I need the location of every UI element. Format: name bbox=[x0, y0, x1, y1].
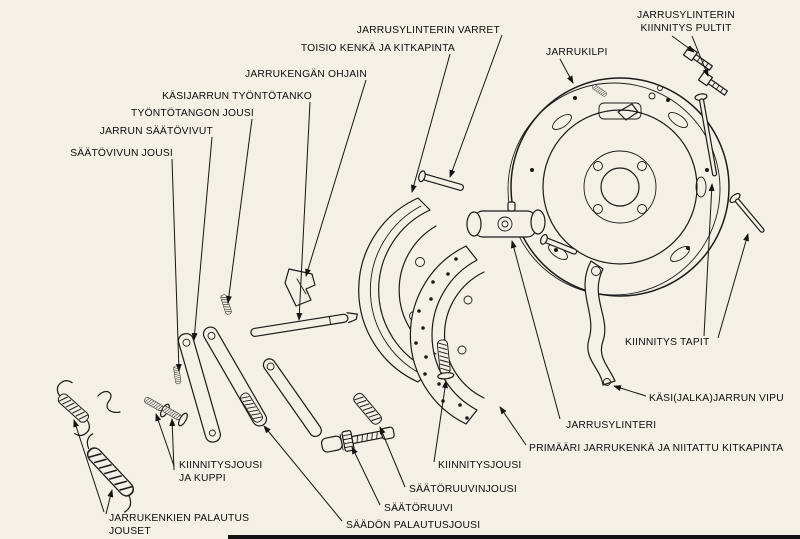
label-primaari-jarrukenka: PRIMÄÄRI JARRUKENKÄ JA NIITATTU KITKAPIN… bbox=[529, 442, 783, 454]
labels: JARRUSYLINTERIN VARRET JARRUSYLINTERIN K… bbox=[70, 10, 784, 537]
return-springs bbox=[55, 380, 137, 513]
leader-saatoruuvi bbox=[351, 446, 381, 506]
label-kiinnitys-pultit-line1: JARRUSYLINTERIN bbox=[637, 10, 735, 21]
adjusting-levers bbox=[177, 326, 322, 443]
cylinder-push-rods bbox=[418, 170, 578, 255]
label-saadon-palautusjousi: SÄÄDÖN PALAUTUSJOUSI bbox=[346, 519, 480, 531]
leader-tapit-2 bbox=[703, 183, 715, 337]
label-palautusjouset-line2: JOUSET bbox=[109, 526, 151, 537]
label-saatoruuvinjousi: SÄÄTÖRUUVINJOUSI bbox=[409, 483, 517, 495]
leader-vipu bbox=[613, 385, 647, 397]
backing-plate bbox=[507, 77, 730, 297]
label-kiinnitysjousi: KIINNITYSJOUSI bbox=[438, 460, 521, 471]
leader-tapit-1 bbox=[717, 233, 749, 339]
hold-down-pins bbox=[694, 93, 765, 233]
leader-tyontotanko bbox=[296, 101, 311, 321]
label-kasijarrun-tyontotanko: KÄSIJARRUN TYÖNTÖTANKO bbox=[162, 90, 312, 102]
leader-saatovivun-jousi bbox=[171, 158, 182, 372]
leader-palautusjouset-2 bbox=[105, 489, 114, 515]
label-kiinnitysjousi-kuppi-line1: KIINNITYSJOUSI bbox=[179, 460, 262, 471]
rivets bbox=[414, 257, 469, 420]
adjuster-screw bbox=[320, 426, 395, 453]
leader-toisio bbox=[410, 53, 451, 193]
label-jarrun-saatovivut: JARRUN SÄÄTÖVIVUT bbox=[100, 125, 214, 137]
leader-saatoruuvinjousi bbox=[379, 426, 406, 488]
leader-jarrukilpi bbox=[559, 58, 574, 84]
label-jarrukilpi: JARRUKILPI bbox=[546, 47, 608, 58]
label-saatoruuvi: SÄÄTÖRUUVI bbox=[384, 502, 453, 514]
leader-kuppi-2 bbox=[169, 418, 176, 471]
parking-brake-lever bbox=[584, 260, 616, 386]
label-jarrun-vipu: KÄSI(JALKA)JARRUN VIPU bbox=[649, 392, 784, 404]
shoe-guide-plate bbox=[284, 268, 316, 307]
label-kiinnitys-tapit: KIINNITYS TAPIT bbox=[625, 337, 710, 348]
label-kiinnitys-pultit-line2: KIINNITYS PULTIT bbox=[640, 23, 732, 34]
leader-pultit-1 bbox=[671, 35, 695, 53]
leader-primaari bbox=[499, 406, 527, 446]
label-saatovivun-jousi: SÄÄTÖVIVUN JOUSI bbox=[70, 147, 173, 159]
label-toisio-kenka: TOISIO KENKÄ JA KITKAPINTA bbox=[301, 42, 455, 54]
strut-spring bbox=[219, 293, 233, 316]
wheel-cylinder bbox=[466, 201, 546, 238]
leader-pultit-2 bbox=[691, 35, 709, 77]
label-tyontotangon-jousi: TYÖNTÖTANGON JOUSI bbox=[131, 107, 254, 119]
leader-palautusjouset-1 bbox=[73, 419, 105, 513]
parking-strut bbox=[250, 312, 358, 337]
label-jarrukengan-ohjain: JARRUKENGÄN OHJAIN bbox=[245, 68, 367, 80]
anchor-clip-parts bbox=[591, 83, 663, 121]
leader-ohjain bbox=[305, 79, 367, 277]
leader-varret bbox=[449, 34, 503, 178]
scan-artifact-strip bbox=[228, 535, 800, 539]
label-jarrusylinteri: JARRUSYLINTERI bbox=[566, 420, 656, 431]
leader-kuppi-1 bbox=[155, 413, 175, 467]
label-palautusjouset-line1: JARRUKENKIEN PALAUTUS bbox=[109, 513, 249, 524]
label-jarrusylinterin-varret: JARRUSYLINTERIN VARRET bbox=[357, 25, 501, 36]
leader-lines bbox=[73, 34, 749, 522]
leader-jarrusylinteri bbox=[510, 240, 561, 420]
spring-hook-wire bbox=[97, 390, 121, 414]
primary-brake-shoe bbox=[409, 245, 485, 425]
leader-saatovivut bbox=[191, 136, 213, 341]
hold-down-spring-right bbox=[436, 338, 455, 380]
hold-down-spring-cups bbox=[143, 396, 188, 427]
adjuster-screw-spring bbox=[351, 391, 384, 427]
leader-kiinnitysjousi bbox=[433, 380, 448, 463]
leader-saadon-palautusjousi bbox=[263, 425, 343, 522]
leader-tyontotangon-jousi bbox=[225, 118, 253, 304]
adjusting-lever-spring bbox=[173, 365, 182, 385]
label-kiinnitysjousi-kuppi-line2: JA KUPPI bbox=[179, 473, 226, 484]
